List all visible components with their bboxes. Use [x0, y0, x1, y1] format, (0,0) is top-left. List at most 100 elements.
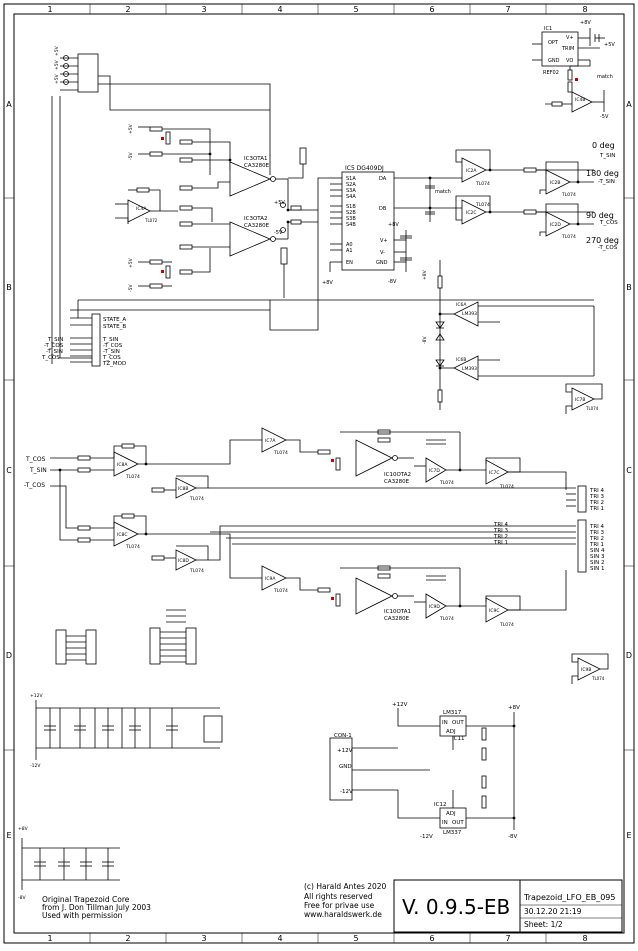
regulator-ref: IC11 [452, 736, 464, 742]
row-label: D [626, 651, 632, 660]
ota-part: CA3280E [244, 223, 270, 229]
power-label: -8V [388, 279, 397, 285]
net-label: T_SIN [47, 337, 63, 343]
ic5-pin: V- [380, 250, 385, 256]
net-label: T_COS [41, 355, 60, 361]
input-label: T_SIN [29, 467, 47, 474]
inner-frame [13, 13, 625, 934]
row-label: C [6, 466, 12, 475]
tri-pin-label: TRI 4 [589, 488, 605, 494]
opamp-label: IC2B [550, 180, 560, 186]
row-label: E [626, 831, 631, 840]
regulator-part: LM337 [443, 830, 462, 836]
phase-deg-label: 0 deg [592, 141, 615, 150]
rail-label: -12V [340, 789, 353, 795]
title-block [393, 879, 623, 933]
opamp-part: TL074 [591, 676, 605, 681]
col-label: 3 [201, 5, 206, 14]
power-header-connector [60, 53, 99, 93]
opamp-part: LM393 [462, 366, 477, 372]
tri-pin-label: TRI 4 [589, 524, 605, 530]
opamp-label: IC8C [117, 532, 127, 538]
opamp-label: IC4B [575, 97, 585, 103]
power-label: -8V [18, 895, 26, 901]
opamp-label: IC9A [265, 576, 276, 582]
row-label: C [626, 466, 632, 475]
opamp-label: IC2A [466, 168, 477, 174]
ic1-part: REF02 [543, 70, 559, 76]
outer-frame [3, 3, 635, 944]
regulator-pin: IN [442, 720, 448, 726]
ic5-pin: EN [346, 260, 353, 266]
ota-label: IC3OTA2 [244, 216, 268, 222]
ota-part: CA3280E [384, 479, 410, 485]
phase-net-label: -T_SIN [598, 179, 615, 185]
opamp-ic7b [565, 383, 603, 414]
opamp-ic2c [430, 195, 594, 225]
col-label: 2 [125, 934, 130, 943]
row-label: E [6, 831, 11, 840]
state-pin-label: TZ_MOD [102, 361, 126, 367]
credit-left: Used with permission [42, 911, 123, 920]
ic5-pin: DB [379, 206, 387, 212]
regulator-pin: ADJ [446, 811, 456, 817]
opamp-part: TL074 [475, 202, 490, 208]
power-label: +5V [54, 73, 60, 84]
ota-label: IC10OTA2 [384, 472, 411, 478]
wire [98, 75, 270, 111]
tri-pin-label: SIN 3 [590, 554, 605, 560]
opamp-label: IC7C [489, 470, 499, 476]
opamp-ic2d [523, 203, 594, 237]
ic5-pin: GND [376, 260, 388, 266]
ic5-pin: S3B [346, 216, 356, 222]
col-label: 5 [353, 5, 358, 14]
state-connector [70, 313, 101, 367]
opamp-part: TL074 [499, 484, 514, 490]
opamp-label: IC7A [265, 438, 276, 444]
opamp-label: IC7D [429, 468, 440, 474]
opamp-label: IC9B [581, 667, 591, 673]
tri-pin-label: TRI 2 [589, 536, 604, 542]
row-label: A [6, 100, 12, 109]
opamp-part: TL074 [585, 406, 599, 411]
opamp-label: IC9D [429, 604, 440, 610]
opamp-part: TL074 [189, 568, 204, 574]
ic5-pin: S2B [346, 210, 356, 216]
phase-deg-label: 180 deg [586, 169, 619, 178]
input-label: T_COS [25, 456, 46, 463]
ic5-pin: DA [379, 176, 387, 182]
credit-left: Original Trapezoid Core [42, 895, 130, 904]
junctions [58, 152, 580, 820]
regulator-ref: IC12 [434, 802, 446, 808]
regulator-ic12 [397, 775, 515, 830]
col-label: 1 [47, 5, 52, 14]
opamp-ic8c [113, 513, 166, 547]
tri-connector-b [577, 519, 587, 573]
regulator-ic11 [397, 708, 515, 800]
row-label: A [626, 100, 632, 109]
credit-left: from J. Don Tillman July 2003 [42, 903, 151, 912]
col-label: 4 [277, 934, 282, 943]
ic5-decoupling [400, 178, 435, 272]
ic1-ref02 [532, 28, 605, 93]
opamp-label: IC8A [117, 462, 128, 468]
tri-bus [208, 487, 576, 561]
opamp-ic9d [414, 568, 461, 619]
power-label: +5V [54, 45, 60, 56]
power-label: +8V [580, 20, 591, 26]
resistor-network-top [136, 126, 231, 289]
regulator-pin: IN [442, 820, 448, 826]
state-pin-label: STATE_B [103, 324, 126, 330]
regulator-pin: OUT [452, 720, 464, 726]
opamp-ic8d [151, 545, 209, 571]
opamp-part: LM393 [462, 311, 477, 317]
version-label: V. 0.9.5-EB [402, 895, 510, 919]
rail-label: +12V [337, 748, 353, 754]
power-label: +12V [30, 693, 43, 699]
opamp-label: IC4A [136, 206, 147, 212]
tri-net-label: TRI 1 [493, 540, 508, 546]
ic5-pin: S1B [346, 204, 356, 210]
power-label: +8V [18, 826, 29, 832]
rail-label: +8V [508, 705, 520, 711]
